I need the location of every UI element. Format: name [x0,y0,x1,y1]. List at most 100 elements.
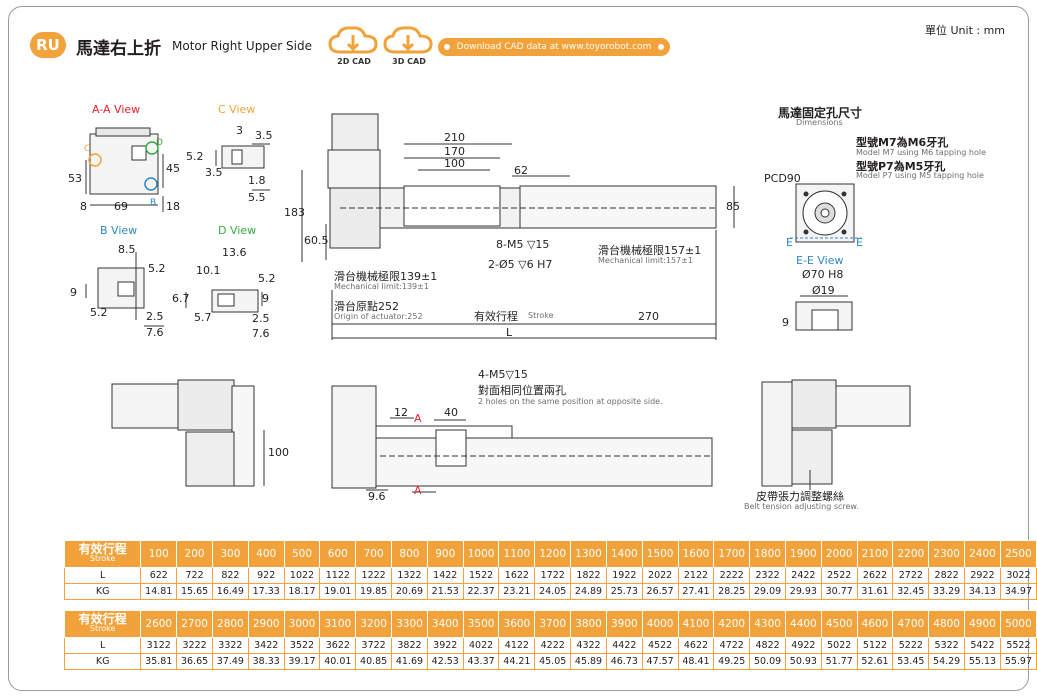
d-dim-6-7: 6.7 [172,292,190,305]
table-cell: 4322 [570,637,607,654]
b-view-title: B View [100,224,138,237]
table-cell: 2022 [641,567,679,584]
bullet-icon [658,44,664,50]
table-cell: 722 [176,567,213,584]
b-dim-2-5: 2.5 [146,310,164,323]
table-cell: 3600 [498,610,536,638]
d-dim-10-1: 10.1 [196,264,221,277]
technical-drawing [85,113,911,493]
table-cell: 4500 [820,610,858,638]
table-cell: 16.49 [211,583,249,600]
table-cell: 622 [140,567,178,584]
aa-d-marker: D [156,138,163,148]
aa-view-drawing [85,127,164,212]
page-frame [8,6,1029,691]
table-cell: 5022 [820,637,858,654]
table-cell: 36.65 [176,653,213,670]
table-cell: 200 [176,540,213,568]
table-cell: 19.85 [355,583,393,600]
cad-2d-label: 2D CAD [337,57,371,66]
table-cell: 1800 [749,540,786,568]
table-cell: 4622 [677,637,715,654]
table-cell: 20.69 [391,583,428,600]
table-cell: 2322 [749,567,786,584]
dim-19: Ø19 [812,284,835,297]
row-label-kg: KG [63,653,142,670]
table-cell: 1822 [570,567,607,584]
table-cell: 39.17 [283,653,321,670]
e-marker-right: E [856,236,863,249]
table-cell: 1400 [605,540,643,568]
table-cell: 45.05 [534,653,572,670]
table-cell: 1522 [462,567,500,584]
m7-note: 型號M7為M6牙孔 [856,136,949,149]
unit-label: 單位 Unit : mm [925,24,1006,37]
table-cell: 5000 [999,610,1037,638]
table-cell: 3700 [534,610,572,638]
table-cell: 4200 [713,610,751,638]
dim-9-ee: 9 [782,316,789,329]
d-dim-5-7: 5.7 [194,311,212,324]
dim-183: 183 [284,206,305,219]
lower-middle-view-drawing [331,385,713,493]
mech-limit-zh: 滑台機械極限139±1 [334,270,438,283]
table-cell: 52.61 [856,653,894,670]
table-cell: 21.53 [426,583,464,600]
ee-view-title: E-E View [796,254,844,267]
lower-left-view-drawing [111,379,265,487]
download-link[interactable]: Download CAD data at www.toyorobot.com [438,38,670,56]
table-cell: 2122 [677,567,715,584]
table-cell: 4122 [498,637,536,654]
b-dim-8-5: 8.5 [118,243,136,256]
table-cell: 44.21 [498,653,536,670]
table-cell: 1900 [784,540,822,568]
table-cell: 31.61 [856,583,894,600]
table-cell: 2600 [140,610,178,638]
table-cell: 3300 [391,610,428,638]
table-cell: 2822 [928,567,966,584]
table-cell: 922 [247,567,285,584]
table-cell: 1722 [534,567,572,584]
table-cell: 1022 [283,567,321,584]
table-cell: 4300 [749,610,786,638]
belt-screw-en: Belt tension adjusting screw. [744,502,859,511]
table-cell: 2522 [820,567,858,584]
stroke-zh: 有效行程 [474,310,518,323]
dims-title-en: Dimensions [796,118,843,127]
table-cell: 33.29 [928,583,966,600]
table-cell: 800 [391,540,428,568]
c-dim-5-5: 5.5 [248,191,266,204]
table-cell: 2622 [856,567,894,584]
table-cell: 2400 [964,540,1001,568]
aa-b-marker: B [150,198,157,208]
d-view-drawing [185,289,263,313]
c-dim-1-8: 1.8 [248,174,266,187]
table-cell: 18.17 [283,583,321,600]
ee-view-drawing [795,295,853,331]
table-cell: 3900 [605,610,643,638]
table-cell: 43.37 [462,653,500,670]
table-cell: 5422 [964,637,1001,654]
table-cell: 19.01 [319,583,357,600]
holes-en: 2 holes on the same position at opposite… [478,397,663,406]
table-cell: 3722 [355,637,393,654]
cad-3d-button[interactable]: 3D CAD [381,22,437,68]
table-cell: 55.97 [999,653,1037,670]
table-cell: 47.57 [641,653,679,670]
table-cell: 1300 [570,540,607,568]
table-cell: 822 [211,567,249,584]
cad-2d-button[interactable]: 2D CAD [326,22,382,68]
table-cell: 4700 [892,610,930,638]
bullet-icon [444,44,450,50]
table-cell: 2700 [176,610,213,638]
row-label-l: L [63,637,142,654]
table-cell: 1200 [534,540,572,568]
table-cell: 3022 [999,567,1037,584]
motor-flange-drawing [790,183,862,243]
table-cell: 15.65 [176,583,213,600]
table-cell: 3522 [283,637,321,654]
table-cell: 29.93 [784,583,822,600]
